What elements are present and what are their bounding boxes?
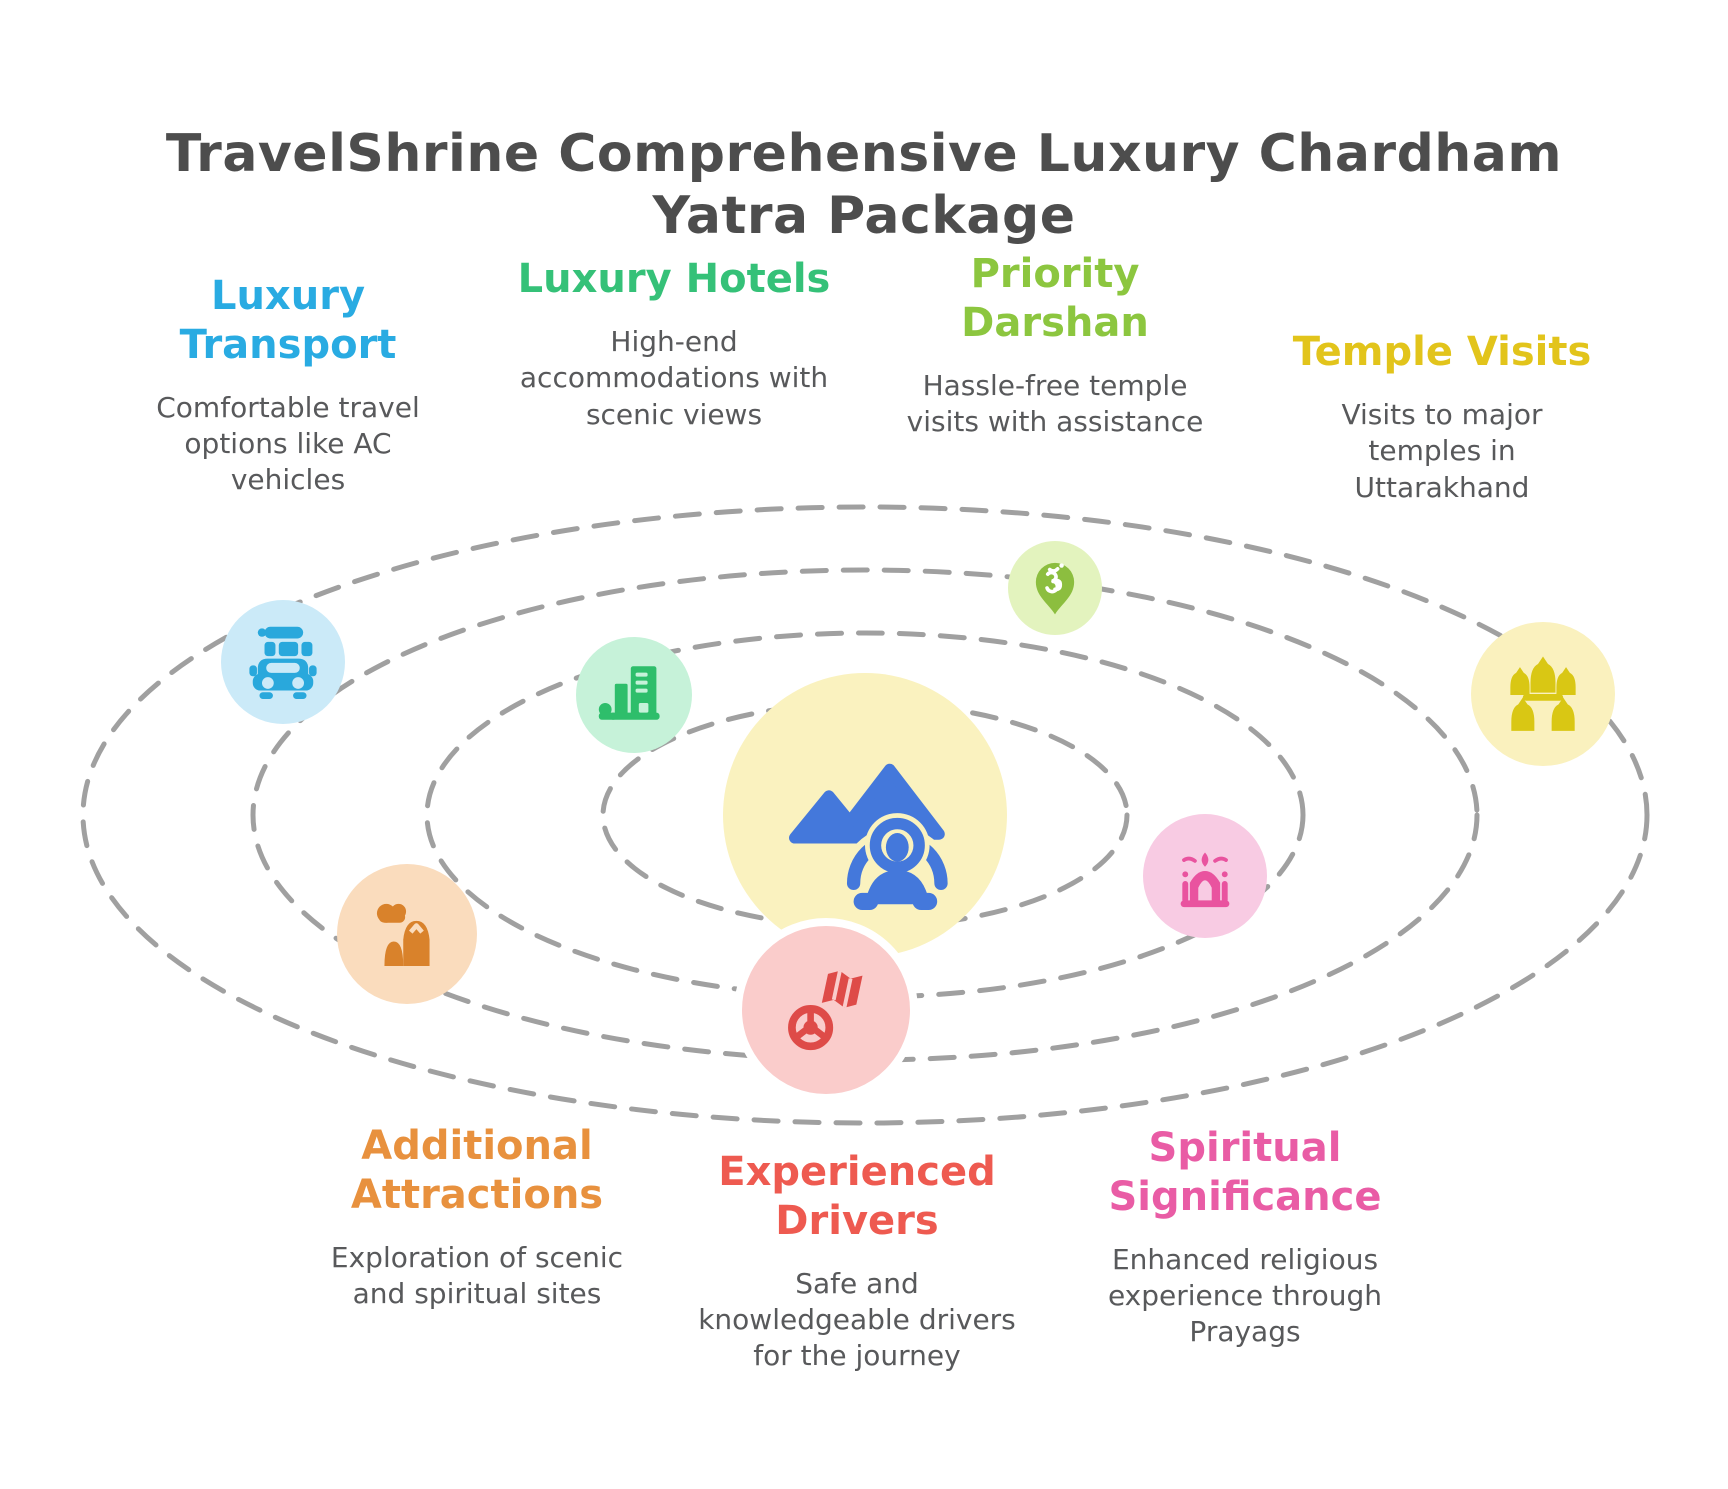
center-node-chardham-package [723, 673, 1007, 957]
feature-priority-darshan-label: Priority Darshan Hassle-free temple visi… [865, 250, 1245, 440]
temple-domes-icon [1510, 656, 1576, 731]
feature-description: High-end accommodations with scenic view… [519, 324, 829, 431]
node-luxury-transport [221, 600, 345, 724]
feature-title: Spiritual Significance [1108, 1125, 1382, 1220]
orbit-ellipse-outer [80, 504, 1650, 1126]
page-title: TravelShrine Comprehensive Luxury Chardh… [165, 123, 1563, 247]
feature-description: Safe and knowledgeable drivers for the j… [698, 1266, 1016, 1373]
node-temple-visits [1471, 622, 1615, 766]
feature-title: Luxury Hotels [517, 256, 831, 302]
feature-description: Visits to major temples in Uttarakhand [1341, 397, 1543, 504]
node-priority-darshan [1008, 541, 1102, 635]
steering-wheel-map-icon [788, 970, 863, 1051]
feature-title: Luxury Transport [179, 273, 397, 368]
node-spiritual-significance [1143, 814, 1267, 938]
feature-additional-attractions-label: Additional Attractions Exploration of sc… [267, 1122, 687, 1312]
feature-temple-visits-label: Temple Visits Visits to major temples in… [1272, 328, 1612, 506]
mountains-guide-icon [789, 763, 955, 910]
feature-luxury-transport-label: Luxury Transport Comfortable travel opti… [118, 272, 458, 499]
car-luggage-icon [249, 626, 317, 699]
node-additional-attractions [337, 864, 477, 1004]
feature-title: Additional Attractions [350, 1123, 604, 1218]
feature-luxury-hotels-label: Luxury Hotels High-end accommodations wi… [474, 255, 874, 433]
feature-description: Enhanced religious experience through Pr… [1107, 1242, 1383, 1349]
mountain-scenery-icon [376, 903, 430, 966]
temple-arch-icon [1180, 852, 1230, 908]
hotel-buildings-icon [598, 666, 660, 720]
feature-title: Temple Visits [1292, 329, 1592, 375]
feature-description: Exploration of scenic and spiritual site… [330, 1240, 624, 1310]
feature-title: Experienced Drivers [718, 1149, 996, 1244]
feature-title: Priority Darshan [961, 251, 1149, 346]
feature-description: Comfortable travel options like AC vehic… [156, 390, 420, 497]
feature-description: Hassle-free temple visits with assistanc… [906, 368, 1204, 438]
node-experienced-drivers [734, 918, 918, 1102]
feature-spiritual-significance-label: Spiritual Significance Enhanced religiou… [1025, 1124, 1465, 1351]
node-luxury-hotels [576, 637, 692, 753]
feature-experienced-drivers-label: Experienced Drivers Safe and knowledgeab… [637, 1148, 1077, 1375]
om-map-pin-icon [1035, 562, 1075, 615]
